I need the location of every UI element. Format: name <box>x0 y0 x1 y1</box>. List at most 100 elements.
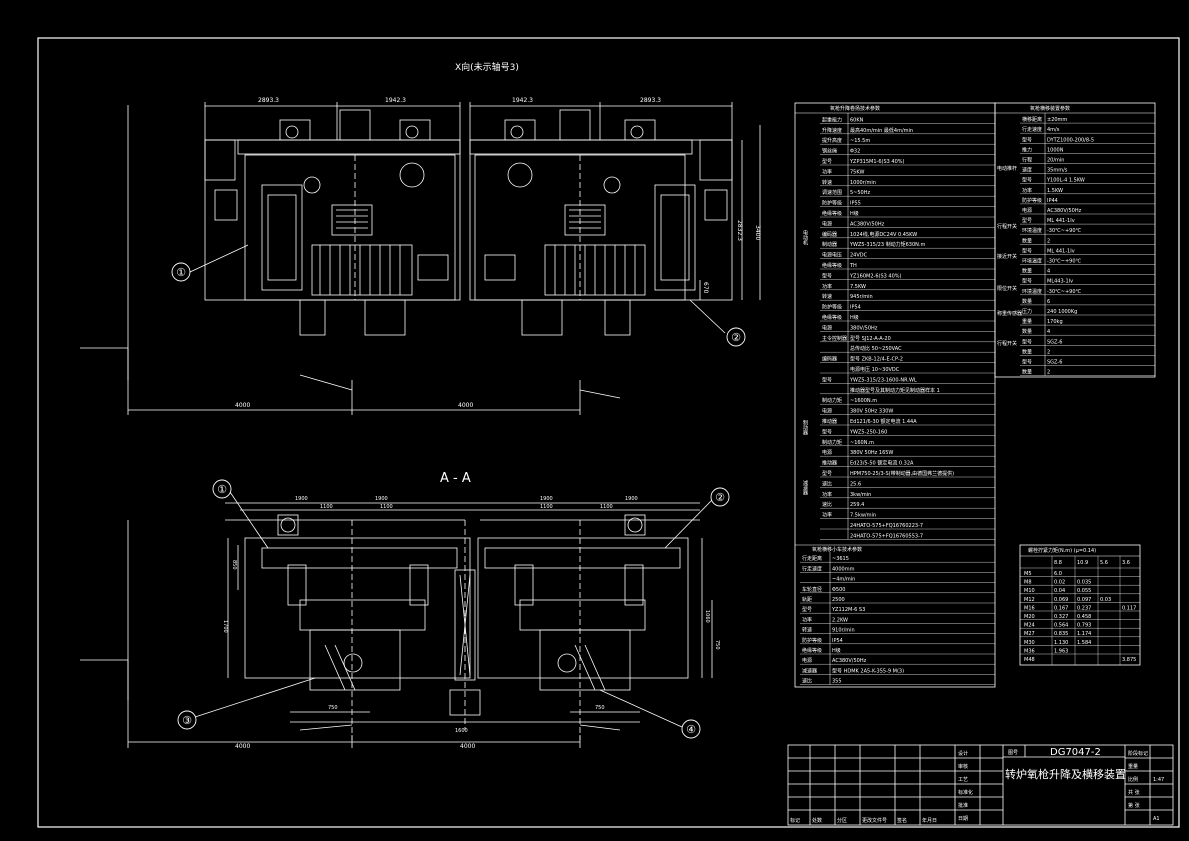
spec-right-row-key: 型号 <box>1022 177 1032 184</box>
travel-row-key: 防护等级 <box>802 637 822 644</box>
torque-cell: M48 <box>1024 657 1035 663</box>
torque-header: 螺栓拧紧力矩(N.m) (μ=0.14) <box>1028 547 1096 554</box>
travel-row-key: 减速器 <box>802 667 817 674</box>
spec-left-row-value: 型号 ZKB-12/4-E-CP-2 <box>850 356 903 363</box>
spec-left-row-value: 3kw/min <box>850 492 871 498</box>
spec-left-row-value: YWZ5-315/23-1600-NR.WL <box>849 377 917 383</box>
spec-left-row-key: 推动器 <box>822 460 837 467</box>
spec-left-row-value: YZP315M1-6(S3 40%) <box>849 159 905 165</box>
dim-w3: 1600 <box>455 728 468 734</box>
spec-right-row-key: 型号 <box>1022 136 1032 143</box>
torque-cell: 0.117 <box>1122 605 1136 611</box>
dim-b2: 4000 <box>458 402 473 409</box>
spec-right-row-key: 数量 <box>1022 328 1032 335</box>
spec-left-row-key: 主令控制器 <box>822 335 847 342</box>
spec-right-row-key: 速度 <box>1022 167 1032 174</box>
svg-text:②: ② <box>715 491 725 504</box>
dim-s7: 1100 <box>540 504 553 510</box>
group-label-motor: 电动机 <box>802 229 808 246</box>
spec-right-row-value: DYTZ1000-200/8-5 <box>1047 137 1094 143</box>
spec-left-row-value: 电源电压 10~30VDC <box>850 366 900 373</box>
torque-cell: 1.963 <box>1054 648 1068 654</box>
top-view: X向(未示轴号3) <box>80 61 761 415</box>
torque-cell: M20 <box>1024 614 1035 620</box>
drawing-number: DG7047-2 <box>1050 747 1101 758</box>
spec-left-row-value: YWZ5-250-160 <box>849 429 887 435</box>
tb-label-mark: 标记 <box>790 817 800 824</box>
spec-left-row-value: 380V 50Hz 165W <box>850 450 893 456</box>
spec-right-row-key: 数量 <box>1022 369 1032 376</box>
spec-left-row-key: 转速 <box>822 293 832 300</box>
dim-sb1: 4000 <box>235 743 250 750</box>
spec-left-row-key: 制动力矩 <box>822 439 842 446</box>
spec-left-row-value: AC380V/50Hz <box>850 221 885 227</box>
spec-left-row-key: 功率 <box>822 168 832 175</box>
spec-right-row-value: 2 <box>1047 238 1050 244</box>
torque-cell: M5 <box>1024 571 1032 577</box>
sheet-border <box>37 37 1180 828</box>
section-title: A - A <box>440 471 471 486</box>
torque-col-header: 10.9 <box>1077 560 1088 566</box>
spec-left-row-key: 电源电压 <box>822 252 842 259</box>
torque-cell: 0.793 <box>1077 623 1091 629</box>
svg-text:②: ② <box>731 331 741 344</box>
tb-label-sign: 签名 <box>897 817 907 824</box>
svg-text:①: ① <box>217 483 227 496</box>
travel-row-value: 2500 <box>832 597 845 603</box>
dim-h2: 3400 <box>754 225 761 240</box>
spec-left-row-value: TH <box>849 263 857 269</box>
tb-label-date: 年月日 <box>922 817 937 824</box>
spec-left-row-value: 5~50Hz <box>850 190 870 196</box>
spec-left-row-key: 钢丝绳 <box>822 148 837 155</box>
spec-right-row-key: 型号 <box>1022 338 1032 345</box>
spec-left-row-value: Ed121/6-30 额定电流 1.44A <box>850 418 917 425</box>
balloon-2-section: ② <box>710 487 730 507</box>
spec-right-row-value: -30℃~+90℃ <box>1047 289 1082 295</box>
balloon-4-section: ④ <box>681 719 701 739</box>
spec-right-row-value: 1.5KW <box>1047 188 1063 194</box>
spec-right-row-value: ML443-1Iv <box>1047 279 1073 285</box>
svg-text:①: ① <box>176 266 186 279</box>
spec-left-row-key: 速比 <box>822 480 832 487</box>
tb-stage: 阶段标记 <box>1128 750 1148 757</box>
dim-v2: 1700 <box>222 620 228 633</box>
dim-v4: 1060 <box>704 610 710 623</box>
tb-total-sheets: 共 张 <box>1128 789 1140 796</box>
torque-cell: 1.584 <box>1077 640 1091 646</box>
spec-right-row-value: ±20mm <box>1047 117 1067 123</box>
torque-cell: M16 <box>1024 605 1035 611</box>
spec-left-row-value: 24VDC <box>850 253 868 259</box>
torque-cell: 0.04 <box>1054 588 1065 594</box>
tb-weight: 重量 <box>1128 763 1138 770</box>
travel-row-value: IP54 <box>832 638 843 644</box>
spec-left-row-key: 防护等级 <box>822 200 842 207</box>
torque-cell: 0.327 <box>1054 614 1068 620</box>
spec-left-row-key: 电源 <box>822 449 832 456</box>
spec-right-row-value: ML 441-1Iv <box>1047 248 1075 254</box>
dim-v3: 750 <box>714 640 720 650</box>
spec-left-row-key: 型号 <box>822 158 832 165</box>
title-block <box>787 744 1174 826</box>
tb-approve: 批准 <box>958 802 968 809</box>
spec-right-row-key: 数量 <box>1022 268 1032 275</box>
spec-right-row-key: 横移距离 <box>1022 116 1042 123</box>
spec-right-group-label: 接近开关 <box>997 253 1017 260</box>
spec-right-row-key: 数量 <box>1022 237 1032 244</box>
tb-design: 设计 <box>958 750 968 757</box>
spec-left-row-value: Φ32 <box>850 149 860 155</box>
spec-left-row-value: 型号 SJ12-A-A-20 <box>850 335 891 342</box>
spec-right-row-value: 4m/s <box>1047 127 1060 133</box>
spec-right-row-value: 4 <box>1047 329 1050 335</box>
spec-right-row-value: 1000N <box>1047 147 1064 153</box>
torque-cell: 0.237 <box>1077 605 1091 611</box>
torque-cell: 0.167 <box>1054 605 1068 611</box>
torque-cell: 0.069 <box>1054 597 1068 603</box>
travel-row-key: 行走速度 <box>802 565 822 572</box>
spec-right-row-key: 型号 <box>1022 247 1032 254</box>
title-block-text: 图号 DG7047-2 转炉氧枪升降及横移装置 标记 处数 分区 更改文件号 签… <box>790 747 1164 824</box>
spec-left-row-key: 升降速度 <box>822 127 842 134</box>
spec-right-row-value: 170kg <box>1047 319 1063 325</box>
spec-right-row-value: 20/min <box>1047 158 1064 164</box>
spec-right-row-value: -30℃~+90℃ <box>1047 259 1082 265</box>
spec-right-row-key: 型号 <box>1022 217 1032 224</box>
